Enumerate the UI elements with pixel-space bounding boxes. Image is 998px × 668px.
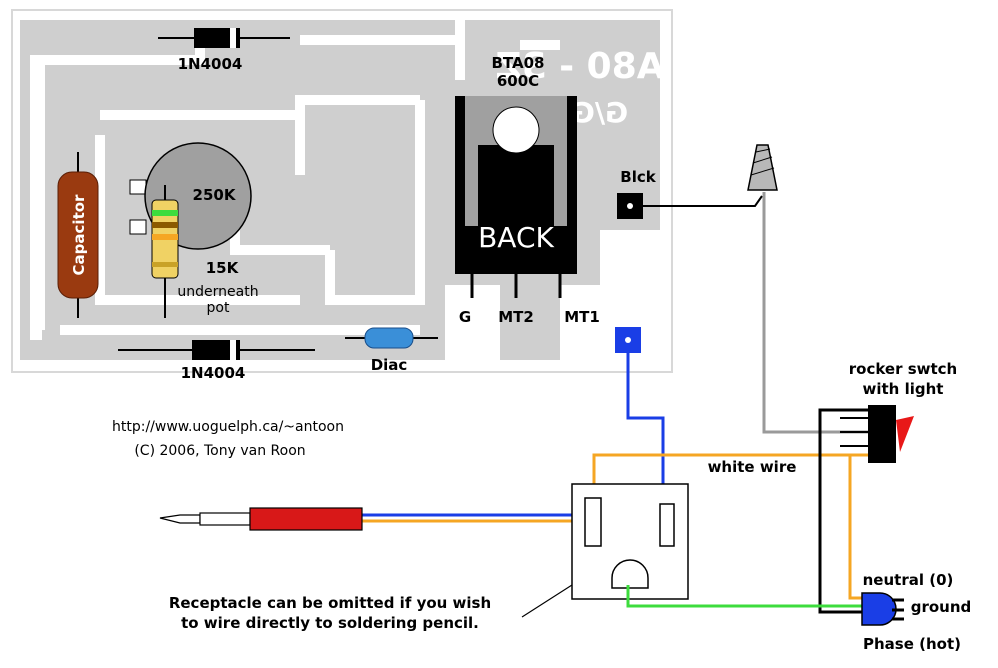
diode-bottom bbox=[118, 340, 315, 360]
capacitor bbox=[57, 152, 99, 318]
soldering-handle bbox=[249, 507, 363, 531]
pin-g-label: G bbox=[459, 308, 471, 326]
blue-wire bbox=[360, 353, 665, 517]
resistor-label: 15K bbox=[206, 259, 240, 277]
triac-mounting-hole bbox=[492, 106, 540, 154]
pot-label: 250K bbox=[193, 186, 237, 204]
url-text: http://www.uoguelph.ca/~antoon bbox=[112, 419, 344, 435]
rocker-label-1: rocker swtch bbox=[849, 360, 958, 378]
resistor-note-2: pot bbox=[207, 300, 230, 316]
pcb-mirror-text-2: G/G bbox=[572, 96, 628, 129]
ground-label: ground bbox=[911, 598, 972, 616]
orange-neutral-wire bbox=[848, 455, 862, 600]
triac bbox=[455, 96, 577, 298]
diac-label: Diac bbox=[371, 356, 408, 374]
gray-wire bbox=[762, 192, 868, 434]
receptacle-ground-hole bbox=[611, 559, 649, 589]
diode-bottom-label: 1N4004 bbox=[181, 364, 246, 382]
rocker-light bbox=[896, 416, 914, 452]
diac bbox=[345, 327, 438, 349]
rocker-label-2: with light bbox=[863, 380, 944, 398]
receptacle-note-2: to wire directly to soldering pencil. bbox=[181, 614, 479, 632]
pin-mt1-label: MT1 bbox=[564, 308, 600, 326]
copyright-text: (C) 2006, Tony van Roon bbox=[134, 443, 305, 459]
pcb-mirror-text: A80 - 3Z bbox=[495, 46, 664, 87]
soldering-pencil bbox=[159, 507, 363, 531]
neutral-label: neutral (0) bbox=[863, 571, 954, 589]
capacitor-label: Capacitor bbox=[70, 194, 88, 275]
receptacle-note-pointer bbox=[521, 584, 573, 618]
triac-back-label: BACK bbox=[478, 221, 554, 254]
phase-label: Phase (hot) bbox=[863, 635, 961, 653]
diode-top-label: 1N4004 bbox=[178, 55, 243, 73]
receptacle-note-1: Receptacle can be omitted if you wish bbox=[169, 594, 491, 612]
wire-nut bbox=[747, 144, 778, 191]
pin-mt2-label: MT2 bbox=[498, 308, 534, 326]
resistor-note-1: underneath bbox=[177, 284, 258, 300]
white-wire-label: white wire bbox=[708, 458, 797, 476]
power-plug bbox=[861, 592, 904, 626]
green-ground-wire bbox=[626, 585, 862, 608]
blck-label: Blck bbox=[620, 168, 656, 186]
receptacle-slot-right bbox=[659, 503, 675, 547]
triac-label-2: 600C bbox=[497, 72, 539, 90]
triac-label-1: BTA08 bbox=[492, 54, 545, 72]
diode-top bbox=[158, 28, 290, 48]
receptacle bbox=[571, 483, 689, 600]
black-wire bbox=[643, 195, 763, 207]
resistor bbox=[151, 185, 179, 318]
rocker-switch bbox=[840, 405, 914, 463]
receptacle-slot-left bbox=[584, 497, 602, 547]
switch-black-wire bbox=[818, 408, 868, 614]
